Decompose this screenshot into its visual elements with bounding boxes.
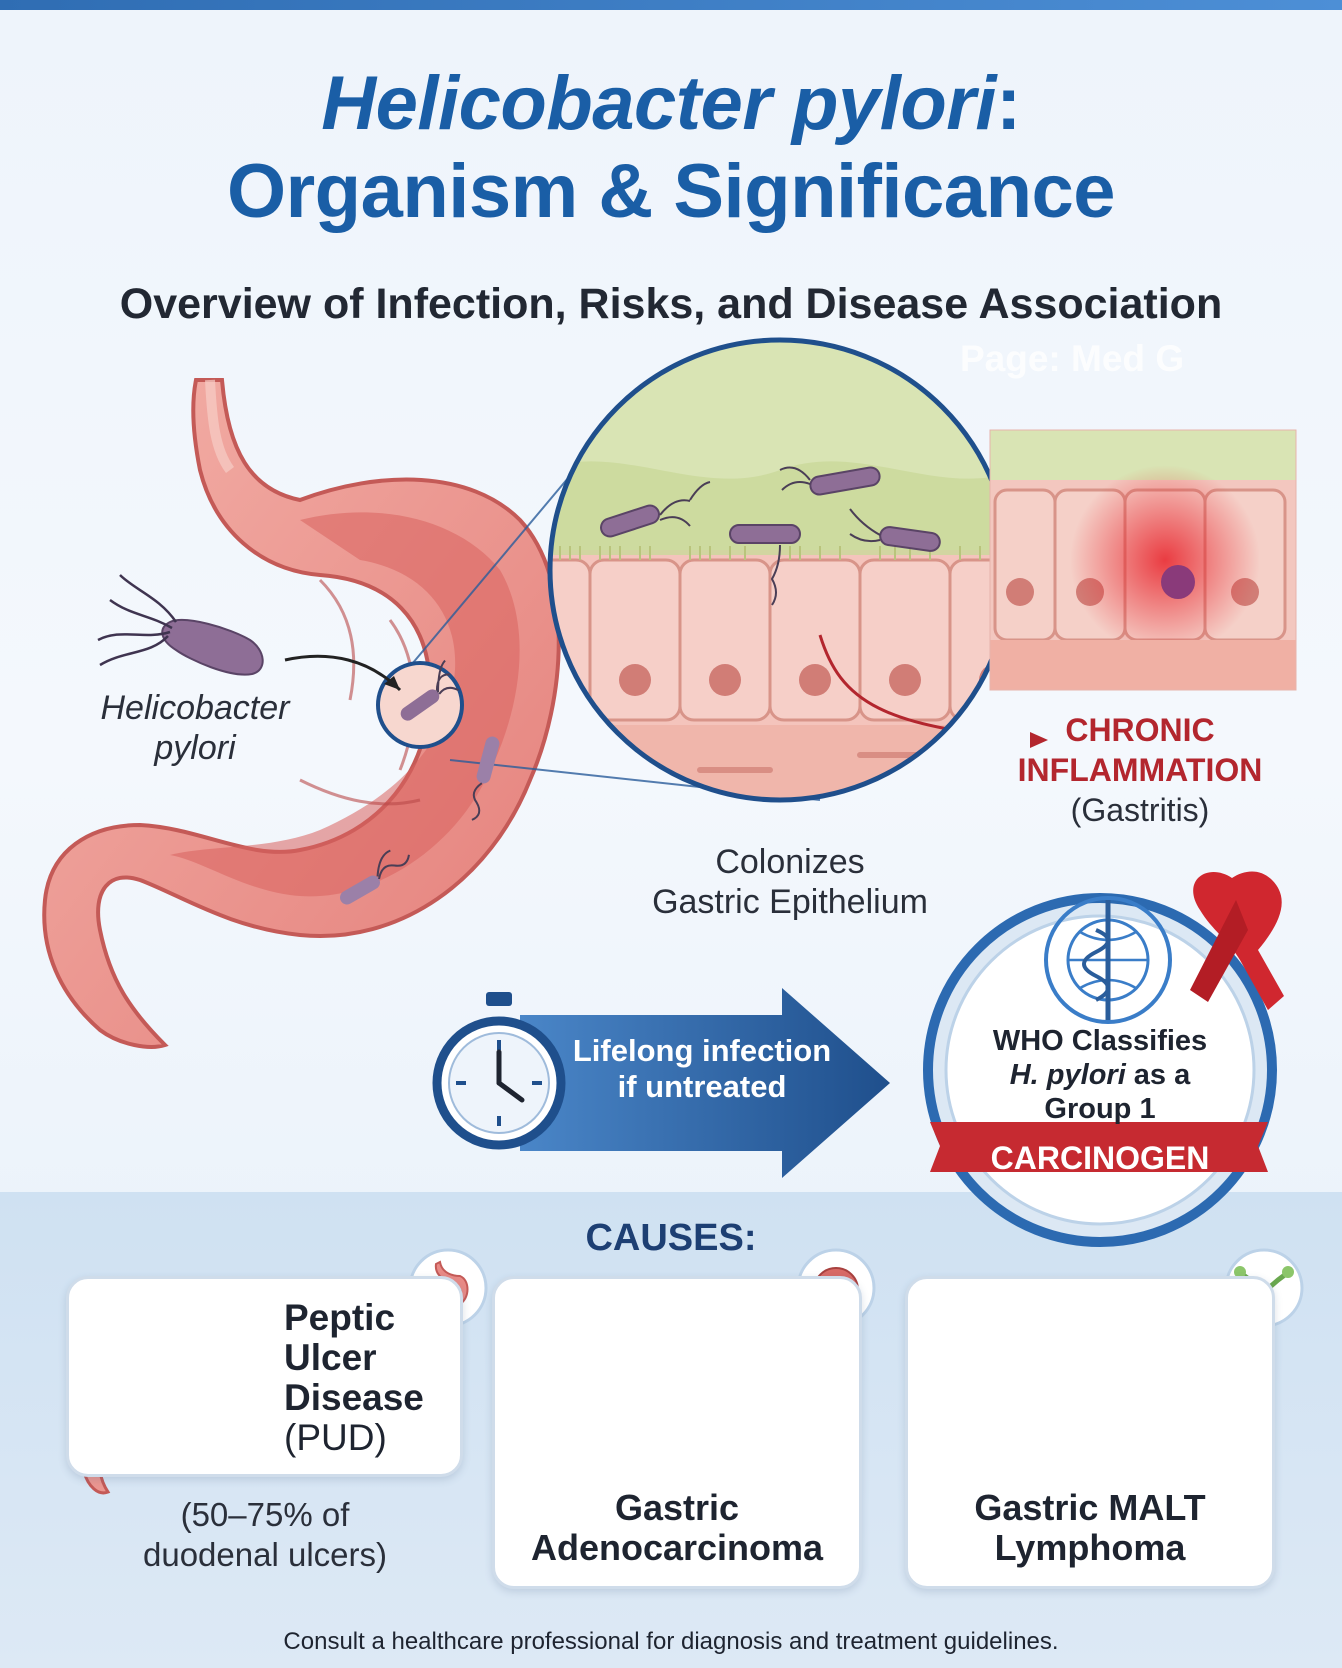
page-title-line1: Helicobacter pylori: <box>321 61 1021 146</box>
cause-card-malt-lymphoma <box>905 1276 1275 1589</box>
watermark: Page: Med G <box>960 338 1185 379</box>
lifelong-arrow <box>520 988 890 1178</box>
bacterium-icon <box>471 736 500 821</box>
bacterium-icon <box>340 849 410 905</box>
page-subtitle: Overview of Infection, Risks, and Diseas… <box>119 280 1223 328</box>
cause-card-peptic-ulcer <box>66 1276 463 1477</box>
who-badge <box>923 871 1284 1247</box>
who-emblem-icon <box>1044 896 1172 1024</box>
cause-card-adenocarcinoma <box>492 1276 862 1589</box>
carcinogen-banner: CARCINOGEN <box>990 1140 1210 1176</box>
epithelium-zoom <box>550 340 1010 800</box>
causes-heading: CAUSES: <box>585 1217 757 1259</box>
page-title-line2: Organism & Significance <box>226 149 1116 234</box>
top-accent-bar <box>0 0 1342 10</box>
organism-bacterium-icon <box>97 574 264 676</box>
awareness-ribbon-icon <box>1190 871 1284 1010</box>
magnifier-circle <box>376 659 464 749</box>
footer-disclaimer: Consult a healthcare professional for di… <box>283 1628 1059 1655</box>
inflamed-tissue-panel <box>989 429 1297 691</box>
clock-icon <box>432 992 566 1150</box>
